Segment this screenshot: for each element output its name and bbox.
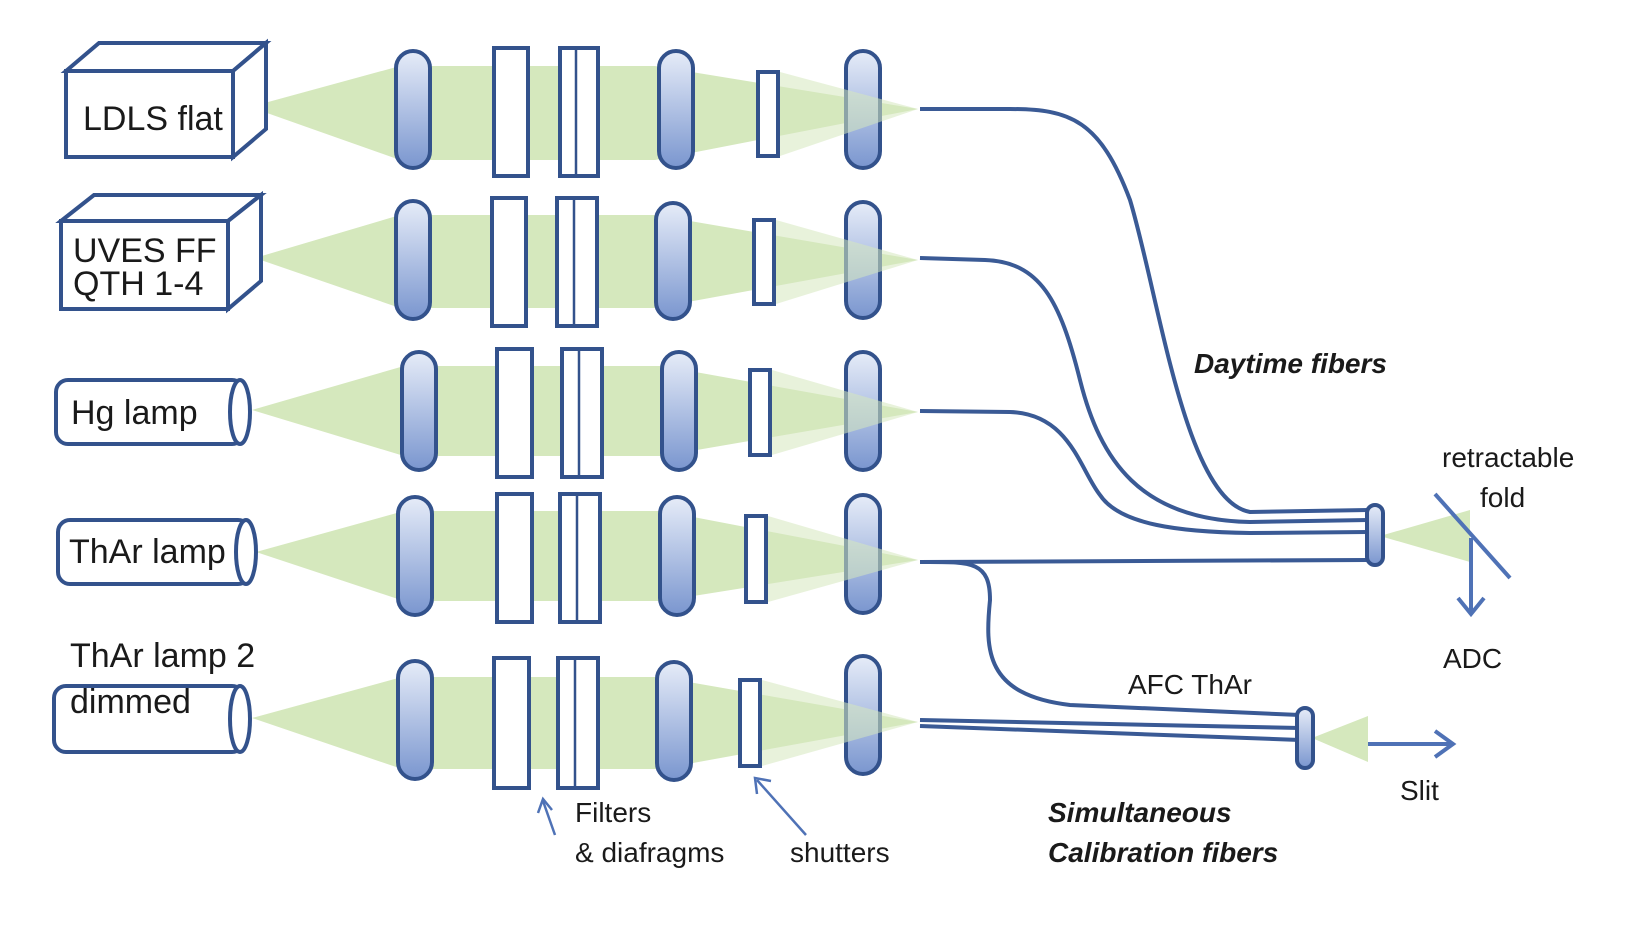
shutter (752, 218, 776, 306)
simultaneous-label: Simultaneous (1048, 797, 1232, 828)
diaphragm (558, 46, 600, 178)
daytime-fibers (919, 107, 1369, 564)
fiber (919, 724, 1301, 742)
filter (492, 46, 530, 178)
beam-focus (772, 370, 918, 455)
beam-focus (776, 220, 918, 304)
fiber (920, 107, 1369, 515)
daytime-fibers-label: Daytime fibers (1194, 348, 1387, 379)
shutters-pointer-head (753, 776, 772, 795)
diaphragm (558, 492, 602, 624)
shutters-pointer (756, 779, 807, 836)
row-thar: ThAr lamp (56, 492, 918, 624)
filter (495, 492, 534, 624)
beam-focus (780, 72, 918, 156)
fiber (919, 558, 1369, 564)
diaphragm (555, 196, 599, 328)
slit-label: Slit (1400, 775, 1439, 806)
afc-thar-label: AFC ThAr (1128, 669, 1252, 700)
fiber-bundle-lens (1365, 503, 1385, 567)
afc-lens (1295, 706, 1315, 770)
row-ldls: LDLS flat (60, 38, 918, 178)
adc-label: ADC (1443, 643, 1502, 674)
calibration-fibers-label: Calibration fibers (1048, 837, 1278, 868)
lens (660, 350, 698, 472)
lamp-cylinder (52, 684, 252, 754)
beam (255, 215, 400, 308)
row-hg: Hg lamp (54, 347, 918, 479)
beam-to-slit (1312, 716, 1368, 762)
adc-arrowhead (1456, 596, 1486, 618)
fiber (919, 559, 1301, 717)
lamp-cylinder (54, 378, 252, 446)
beam-to-fold (1380, 510, 1470, 562)
fold-mirror (1433, 492, 1512, 580)
source-label: ThAr lamp (69, 533, 226, 571)
fiber (919, 409, 1369, 536)
source-label: QTH 1-4 (73, 265, 203, 303)
source-label: ThAr lamp 2 (70, 637, 255, 675)
shutter (748, 368, 772, 457)
lens (394, 199, 432, 321)
lens (394, 49, 432, 170)
shutter (756, 70, 780, 158)
fiber (919, 718, 1301, 730)
source-box (55, 190, 267, 314)
shutter (738, 678, 762, 768)
fold-label: fold (1480, 482, 1525, 513)
filters-pointer-head (536, 796, 553, 814)
beam (250, 66, 400, 160)
slit-arrowhead (1433, 729, 1457, 759)
filters-label: Filters (575, 797, 651, 828)
lens (396, 659, 434, 781)
filter (490, 196, 528, 328)
diaphragm (556, 656, 600, 790)
diafragms-label: & diafragms (575, 837, 724, 868)
source-label: Hg lamp (71, 394, 198, 432)
simultaneous-fibers (919, 559, 1301, 742)
lens (658, 495, 696, 617)
shutters-label: shutters (790, 837, 890, 868)
fiber (919, 256, 1369, 525)
lens (657, 49, 695, 170)
filter (495, 347, 534, 479)
beam (252, 366, 404, 456)
source-box (60, 38, 272, 162)
retractable-label: retractable (1442, 442, 1574, 473)
source-label: LDLS flat (83, 100, 223, 138)
lens (396, 495, 434, 617)
beam-focus (768, 516, 918, 602)
filters-pointer (541, 800, 557, 836)
beam-focus (762, 680, 918, 766)
lens (400, 350, 438, 472)
source-label: UVES FF (73, 232, 217, 270)
lens (655, 660, 693, 782)
shutter (744, 514, 768, 604)
diaphragm (560, 347, 604, 479)
row-uves: UVES FF QTH 1-4 (55, 190, 918, 328)
beam (256, 511, 404, 601)
source-label: dimmed (70, 683, 191, 721)
lamp-cylinder (56, 518, 258, 586)
row-thar2: ThAr lamp 2 dimmed (52, 637, 918, 790)
lens (654, 201, 692, 321)
filter (492, 656, 531, 790)
beam (252, 677, 402, 769)
